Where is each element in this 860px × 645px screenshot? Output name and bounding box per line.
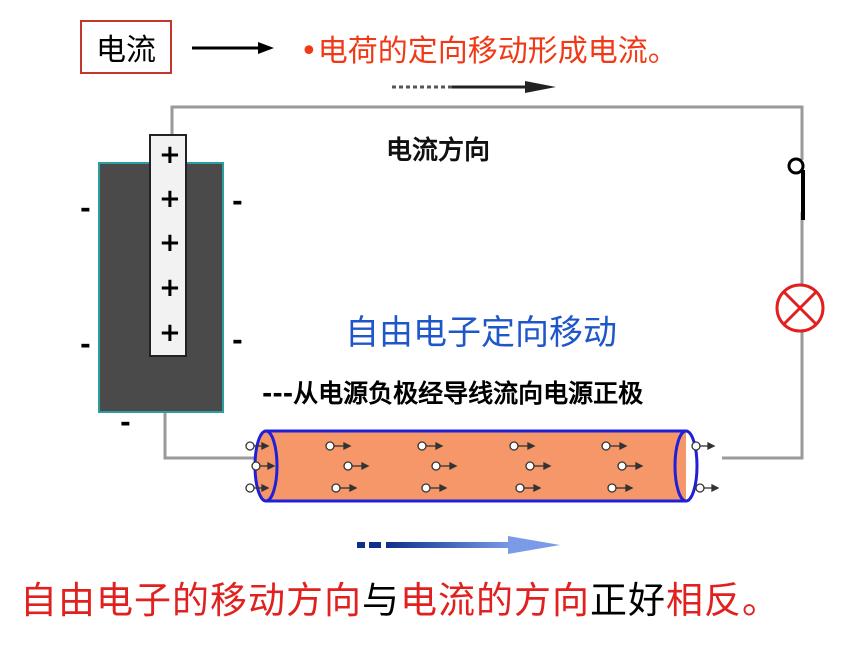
electron (601, 441, 628, 451)
positive-sign: + (159, 140, 181, 170)
electron (417, 441, 444, 451)
electron (251, 461, 276, 471)
electron (525, 461, 552, 471)
term-label: 电流 (96, 33, 156, 68)
conclusion-part: 相反。 (666, 579, 780, 622)
circuit-wire (163, 105, 804, 460)
electron (343, 461, 370, 471)
electron-path-text: ---从电源负极经导线流向电源正极 (262, 379, 644, 408)
conclusion-part: 自由电子的移动方向 (20, 579, 362, 622)
positive-sign: + (159, 228, 181, 258)
negative-sign: - (80, 194, 91, 224)
positive-sign: + (159, 273, 181, 303)
electron-direction-arrow (357, 536, 560, 554)
electron (421, 483, 448, 493)
conclusion-text: 自由电子的移动方向与电流的方向正好相反。 (20, 570, 780, 624)
positive-sign: + (159, 318, 181, 348)
electron (509, 441, 536, 451)
current-direction-arrow (392, 81, 556, 93)
lamp-symbol (775, 283, 825, 333)
electron (695, 483, 720, 493)
electron (607, 483, 634, 493)
conclusion-part: 电流的方向 (400, 579, 590, 622)
electron-group (245, 441, 720, 493)
term-box: 电流 (80, 20, 172, 74)
negative-sign: - (120, 408, 131, 438)
electron (431, 461, 458, 471)
electron (515, 483, 542, 493)
positive-sign: + (159, 184, 181, 214)
electron (331, 483, 358, 493)
negative-sign: - (80, 330, 91, 360)
electron-heading: 自由电子定向移动 (345, 313, 617, 353)
switch-symbol (787, 157, 805, 220)
term-arrow (192, 42, 274, 54)
electron (691, 441, 716, 451)
electron (245, 483, 270, 493)
electron (245, 441, 270, 451)
electron (617, 461, 644, 471)
battery-cell (98, 134, 224, 413)
electron (325, 441, 352, 451)
negative-sign: - (232, 187, 243, 217)
conclusion-part: 正好 (590, 579, 666, 622)
negative-sign: - (232, 326, 243, 356)
conclusion-part: 与 (362, 579, 400, 622)
current-direction-label: 电流方向 (386, 136, 491, 166)
definition-text: •电荷的定向移动形成电流。 (300, 34, 678, 69)
